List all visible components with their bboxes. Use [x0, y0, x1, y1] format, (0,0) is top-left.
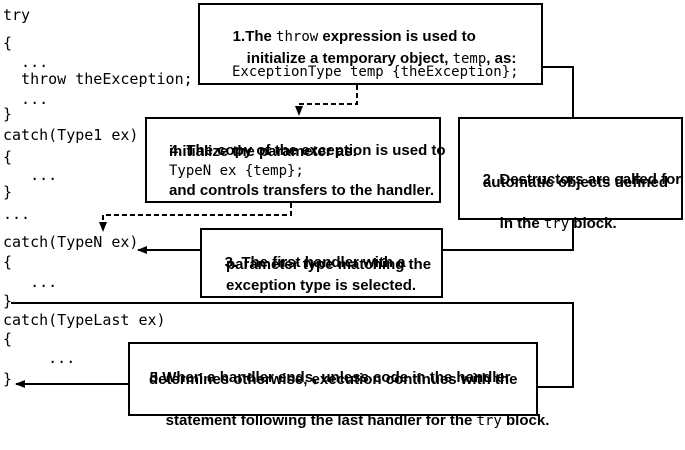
step-2-number: 2. — [482, 171, 496, 188]
code-line-ellipsis: ... — [3, 349, 76, 367]
step-2-text: in the — [499, 215, 544, 232]
code-line-open-brace: { — [3, 253, 13, 271]
connector-box1-to-box2 — [541, 66, 574, 117]
code-line-throw: throw theException; — [3, 70, 193, 88]
step-2-text: Destructors are called for all — [499, 171, 685, 188]
step-4-text: initialize the parameter as: — [169, 143, 358, 160]
step-1-code-throw: throw — [276, 29, 319, 45]
connector-box2-to-box3 — [442, 220, 574, 251]
step-4-box: 4. The copy of the exception is used to … — [145, 117, 446, 203]
code-line-catch-type1: catch(Type1 ex) — [3, 126, 139, 144]
step-3-text: parameter type matching the — [226, 256, 432, 273]
connector-handler-end-to-box5 — [11, 302, 574, 388]
step-4-code-line: TypeN ex {temp}; — [169, 163, 304, 179]
step-5-box: 5.When a handler ends, unless code in th… — [128, 342, 549, 429]
step-3-text: The first handler with a — [241, 254, 406, 271]
step-2-code-try: try — [543, 216, 570, 232]
step-1-text: expression is used to — [318, 28, 476, 45]
code-line-close-brace: } — [3, 292, 13, 310]
code-line-open-brace: { — [3, 330, 13, 348]
code-line-catch-typen: catch(TypeN ex) — [3, 233, 139, 251]
step-4-text: The copy of the exception is used to — [186, 142, 446, 159]
code-line-close-brace: } — [3, 370, 13, 388]
step-1-text: initialize a temporary object, — [246, 50, 453, 67]
code-line-close-brace: } — [3, 105, 13, 123]
step-1-box: 1.The throw expression is used to initia… — [198, 3, 543, 85]
step-3-number: 3. — [224, 254, 238, 271]
code-line-ellipsis: ... — [3, 166, 58, 184]
step-4-number: 4. — [169, 142, 183, 159]
dashed-arrow-box1-to-box4 — [295, 85, 358, 116]
code-line-ellipsis: ... — [3, 273, 58, 291]
step-1-code-line: ExceptionType temp {theException}; — [232, 64, 519, 80]
step-5-number: 5. — [149, 369, 163, 386]
step-4-text: and controls transfers to the handler. — [169, 182, 435, 199]
code-line-close-brace: } — [3, 183, 13, 201]
code-line-open-brace: { — [3, 148, 13, 166]
step-1-text: The — [245, 28, 277, 45]
step-5-code-try: try — [476, 413, 502, 429]
step-1-number: 1. — [232, 28, 246, 45]
step-5-text: When a handler ends, unless code in the … — [162, 369, 511, 386]
step-3-box: 3. The first handler with a parameter ty… — [200, 228, 443, 298]
code-line-catch-typelast: catch(TypeLast ex) — [3, 311, 166, 329]
step-1-text: , as: — [486, 50, 517, 67]
step-2-text: block. — [569, 215, 617, 232]
connector-arrows — [11, 66, 574, 388]
code-line-ellipsis: ... — [3, 205, 31, 223]
code-line-ellipsis: ... — [3, 53, 49, 71]
code-line-try: try — [3, 6, 31, 24]
step-1-code-temp: temp — [452, 51, 487, 67]
step-3-text: exception type is selected. — [226, 277, 417, 294]
dashed-arrow-box4-to-catch-typen — [99, 203, 292, 232]
step-2-box: 2. Destructors are called for all automa… — [458, 117, 685, 232]
step-2-text: automatic objects defined — [483, 174, 669, 191]
step-5-text: determines otherwise, execution continue… — [149, 371, 518, 388]
code-line-ellipsis: ... — [3, 90, 49, 108]
code-line-open-brace: { — [3, 34, 13, 52]
